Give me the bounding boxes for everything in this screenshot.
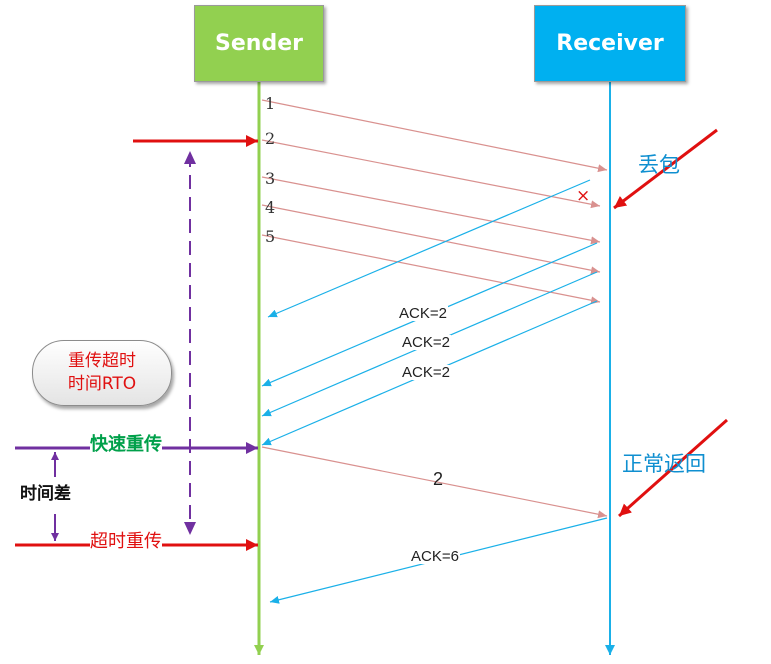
packet-3-arrow — [261, 176, 601, 245]
normal-return-label: 正常返回 — [622, 452, 706, 476]
packet-5-arrow — [261, 234, 601, 305]
receiver-label: Receiver — [556, 31, 664, 56]
ack-label-6: ACK=6 — [410, 548, 460, 565]
sender-box: Sender — [194, 5, 324, 82]
lost-packet-marker: × — [576, 186, 591, 206]
ack-label-2: ACK=2 — [401, 334, 451, 351]
packet-2-arrow — [261, 139, 601, 209]
rto-line-1: 重传超时 — [68, 351, 136, 372]
retransmit-arrow — [261, 446, 608, 519]
rto-callout: 重传超时 时间RTO — [32, 340, 172, 406]
timeout-retransmit-label: 超时重传 — [90, 531, 162, 552]
red-arrow-loss — [613, 128, 718, 210]
time-difference-label: 时间差 — [20, 484, 71, 504]
packet-label-4: 4 — [265, 198, 276, 217]
rto-arrowhead-bottom — [184, 522, 196, 535]
packet-4-arrow — [261, 204, 601, 275]
retransmit-packet-label: 2 — [433, 469, 444, 489]
packet-label-3: 3 — [265, 169, 276, 188]
rto-arrowhead-top — [184, 151, 196, 164]
ack-label-1: ACK=2 — [398, 305, 448, 322]
fast-retransmit-label: 快速重传 — [90, 434, 162, 455]
rto-line-2: 时间RTO — [67, 374, 137, 394]
packet-1-arrow — [261, 99, 608, 173]
ack-label-3: ACK=2 — [401, 364, 451, 381]
receiver-box: Receiver — [534, 5, 686, 82]
red-arrow-normal — [618, 418, 728, 518]
packet-label-1: 1 — [265, 94, 276, 113]
packet-label-2: 2 — [265, 129, 276, 148]
packet-label-5: 5 — [265, 227, 276, 246]
ack-arrow-1 — [267, 179, 591, 318]
sender-label: Sender — [215, 31, 303, 56]
packet-loss-label: 丢包 — [638, 153, 680, 177]
